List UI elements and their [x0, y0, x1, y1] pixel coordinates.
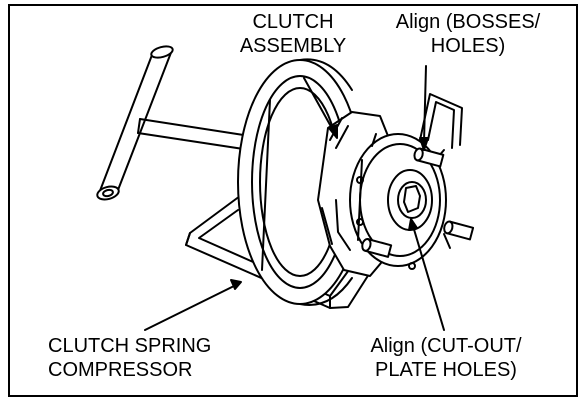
label-spring-compressor-line1: CLUTCH SPRING: [48, 335, 212, 357]
label-align-bosses-line2: HOLES): [430, 35, 506, 57]
label-spring-compressor-line2: COMPRESSOR: [48, 359, 193, 381]
label-clutch-assembly-line1: CLUTCH: [252, 11, 334, 33]
label-align-cutout: Align (CUT-OUT/ PLATE HOLES): [356, 334, 536, 382]
t-handle: [96, 45, 174, 201]
label-spring-compressor: CLUTCH SPRING COMPRESSOR: [48, 334, 211, 382]
bosses: [356, 147, 475, 270]
label-align-cutout-line1: Align (CUT-OUT/: [370, 335, 522, 357]
label-clutch-assembly-line2: ASSEMBLY: [239, 35, 347, 57]
label-align-bosses-line1: Align (BOSSES/: [395, 11, 541, 33]
label-align-cutout-line2: PLATE HOLES): [375, 359, 517, 381]
screw-shaft: [137, 118, 251, 151]
leader-lines: [144, 65, 445, 331]
label-align-bosses: Align (BOSSES/ HOLES): [378, 10, 558, 58]
label-clutch-assembly: CLUTCH ASSEMBLY: [234, 10, 352, 58]
